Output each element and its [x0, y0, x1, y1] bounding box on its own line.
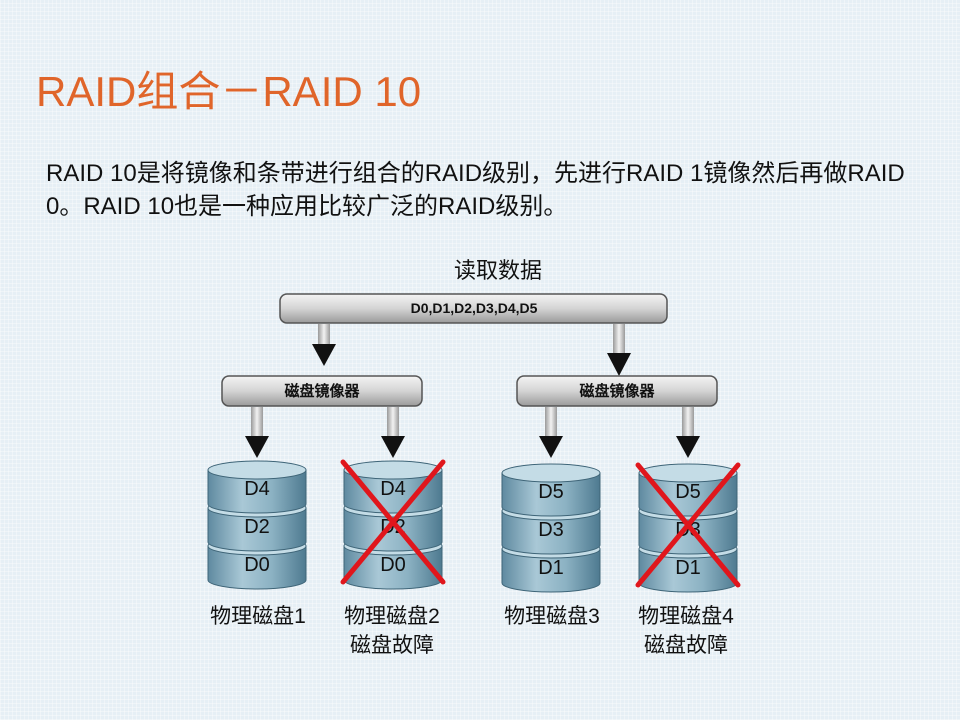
disk-layer-label: D5	[675, 481, 701, 503]
failure-cross-icon	[635, 462, 741, 588]
disk-label-1: 物理磁盘1	[198, 602, 318, 631]
disk-platter: D5	[501, 463, 601, 517]
disk-platter: D5	[638, 463, 738, 517]
disk-label-2: 物理磁盘2 磁盘故障	[330, 602, 454, 660]
disk-layer-label: D1	[675, 557, 701, 579]
mirror-label: 磁盘镜像器	[284, 382, 360, 400]
arrow-down-icon	[607, 324, 631, 376]
disk-status: 磁盘故障	[644, 634, 728, 657]
failure-cross-icon	[340, 459, 446, 585]
description-text: RAID 10是将镜像和条带进行组合的RAID级别，先进行RAID 1镜像然后再…	[46, 160, 905, 220]
disk-platter: D2	[207, 498, 307, 552]
disk-label-4: 物理磁盘4 磁盘故障	[624, 602, 748, 660]
arrow-down-icon	[676, 407, 700, 458]
disk-status: 磁盘故障	[350, 634, 434, 657]
arrow-down-icon	[381, 407, 405, 458]
arrow-down-icon	[539, 407, 563, 458]
disk-layer-label: D0	[380, 554, 406, 576]
disk-name: 物理磁盘4	[638, 605, 734, 628]
disk-name: 物理磁盘1	[210, 605, 306, 628]
arrow-down-icon	[312, 324, 336, 366]
disk-stack: D1 D3 D5	[501, 463, 601, 593]
mirror-bar	[516, 375, 718, 407]
disk-layer-label: D4	[380, 478, 406, 500]
disk-name: 物理磁盘3	[504, 605, 600, 628]
disk-platter: D4	[207, 460, 307, 514]
read-data-label: 读取数据	[454, 258, 543, 283]
disk-name: 物理磁盘2	[344, 605, 440, 628]
page-title: RAID组合－RAID 10	[36, 68, 422, 115]
disk-stack: D0 D2 D4	[207, 460, 307, 590]
data-bar-label: D0,D1,D2,D3,D4,D5	[411, 300, 538, 316]
mirror-label: 磁盘镜像器	[579, 382, 655, 400]
disk-layer-label: D0	[244, 554, 270, 576]
disk-layer-label: D1	[538, 557, 564, 579]
disk-layer-label: D5	[538, 481, 564, 503]
disk-layer-label: D4	[244, 478, 270, 500]
data-bar	[279, 293, 668, 324]
arrow-down-icon	[245, 407, 269, 458]
mirror-bar	[221, 375, 423, 407]
disk-layer-label: D2	[244, 516, 270, 538]
disk-layer-label: D3	[538, 519, 564, 541]
disk-platter: D4	[343, 460, 443, 514]
disk-label-3: 物理磁盘3	[492, 602, 612, 631]
